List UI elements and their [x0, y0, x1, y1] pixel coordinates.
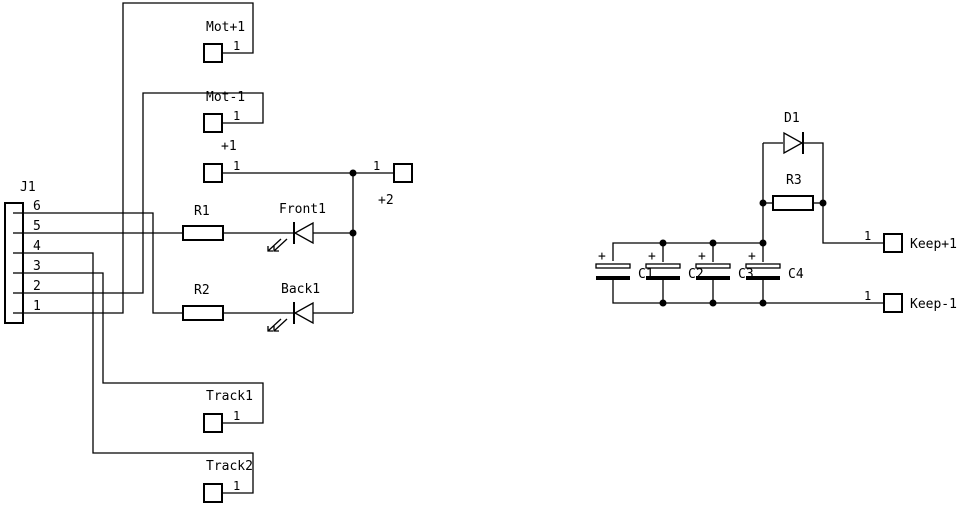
r2-resistor	[182, 305, 224, 321]
wire-d1-keep	[803, 142, 883, 244]
wire-pin6-r2	[23, 212, 183, 314]
track1-pin-label: 1	[233, 409, 240, 423]
p2-label: +2	[378, 193, 394, 208]
front-led-rays-icon	[267, 238, 288, 252]
junction	[709, 239, 717, 247]
junction	[709, 299, 717, 307]
j1-label: J1	[20, 180, 36, 195]
p2-connector	[393, 163, 413, 183]
back-led-rays-icon	[267, 318, 288, 332]
c1-label: C1	[638, 267, 654, 282]
c3-label: C3	[738, 267, 754, 282]
motm-label: Mot-1	[206, 90, 245, 105]
r2-label: R2	[194, 283, 210, 298]
c4-plus-label: +	[748, 249, 756, 264]
j1-pin5-label: 5	[33, 219, 41, 234]
j1-pin4-label: 4	[33, 239, 41, 254]
wire-pin4-track2	[23, 252, 254, 494]
back-led-icon	[293, 301, 314, 325]
c1-plus-label: +	[598, 249, 606, 264]
j1-pin3-label: 3	[33, 259, 41, 274]
keepp-label: Keep+1	[910, 237, 957, 252]
j1-pin6-label: 6	[33, 199, 41, 214]
r3-resistor	[772, 195, 814, 211]
j1-pin1-label: 1	[33, 299, 41, 314]
wire-cap-bottom-bus	[612, 280, 883, 304]
j1-pin2-label: 2	[33, 279, 41, 294]
c3-capacitor	[695, 263, 731, 280]
junction	[759, 239, 767, 247]
keepp-pin-label: 1	[864, 229, 871, 243]
c4-label: C4	[788, 267, 804, 282]
track1-label: Track1	[206, 389, 253, 404]
motp-pin-label: 1	[233, 39, 240, 53]
c3-plus-label: +	[698, 249, 706, 264]
motp-label: Mot+1	[206, 20, 245, 35]
motp-connector	[203, 43, 223, 63]
c4-capacitor	[745, 263, 781, 280]
r1-label: R1	[194, 204, 210, 219]
track2-pin-label: 1	[233, 479, 240, 493]
d1-label: D1	[784, 111, 800, 126]
keepm-pin-label: 1	[864, 289, 871, 303]
keepm-label: Keep-1	[910, 297, 957, 312]
wire-pin1-motp	[23, 2, 254, 314]
j1-connector-body	[4, 202, 24, 324]
track2-connector	[203, 483, 223, 503]
back-label: Back1	[281, 282, 320, 297]
keepm-connector	[883, 293, 903, 313]
p1-connector	[203, 163, 223, 183]
c2-label: C2	[688, 267, 704, 282]
r1-resistor	[182, 225, 224, 241]
front-label: Front1	[279, 202, 326, 217]
wire-pin3-track1	[23, 272, 264, 424]
junction	[659, 239, 667, 247]
d1-diode-icon	[783, 131, 804, 155]
junction	[349, 169, 357, 177]
c2-plus-label: +	[648, 249, 656, 264]
c1-capacitor	[595, 263, 631, 280]
r3-label: R3	[786, 173, 802, 188]
wire-pin2-motm	[23, 92, 264, 294]
p2-pin-label: 1	[373, 159, 380, 173]
wire-cap-top-bus	[612, 242, 763, 261]
p1-pin-label: 1	[233, 159, 240, 173]
front-led-icon	[293, 221, 314, 245]
junction	[759, 299, 767, 307]
keepp-connector	[883, 233, 903, 253]
junction	[659, 299, 667, 307]
p1-label: +1	[221, 139, 237, 154]
track2-label: Track2	[206, 459, 253, 474]
motm-connector	[203, 113, 223, 133]
c2-capacitor	[645, 263, 681, 280]
motm-pin-label: 1	[233, 109, 240, 123]
track1-connector	[203, 413, 223, 433]
